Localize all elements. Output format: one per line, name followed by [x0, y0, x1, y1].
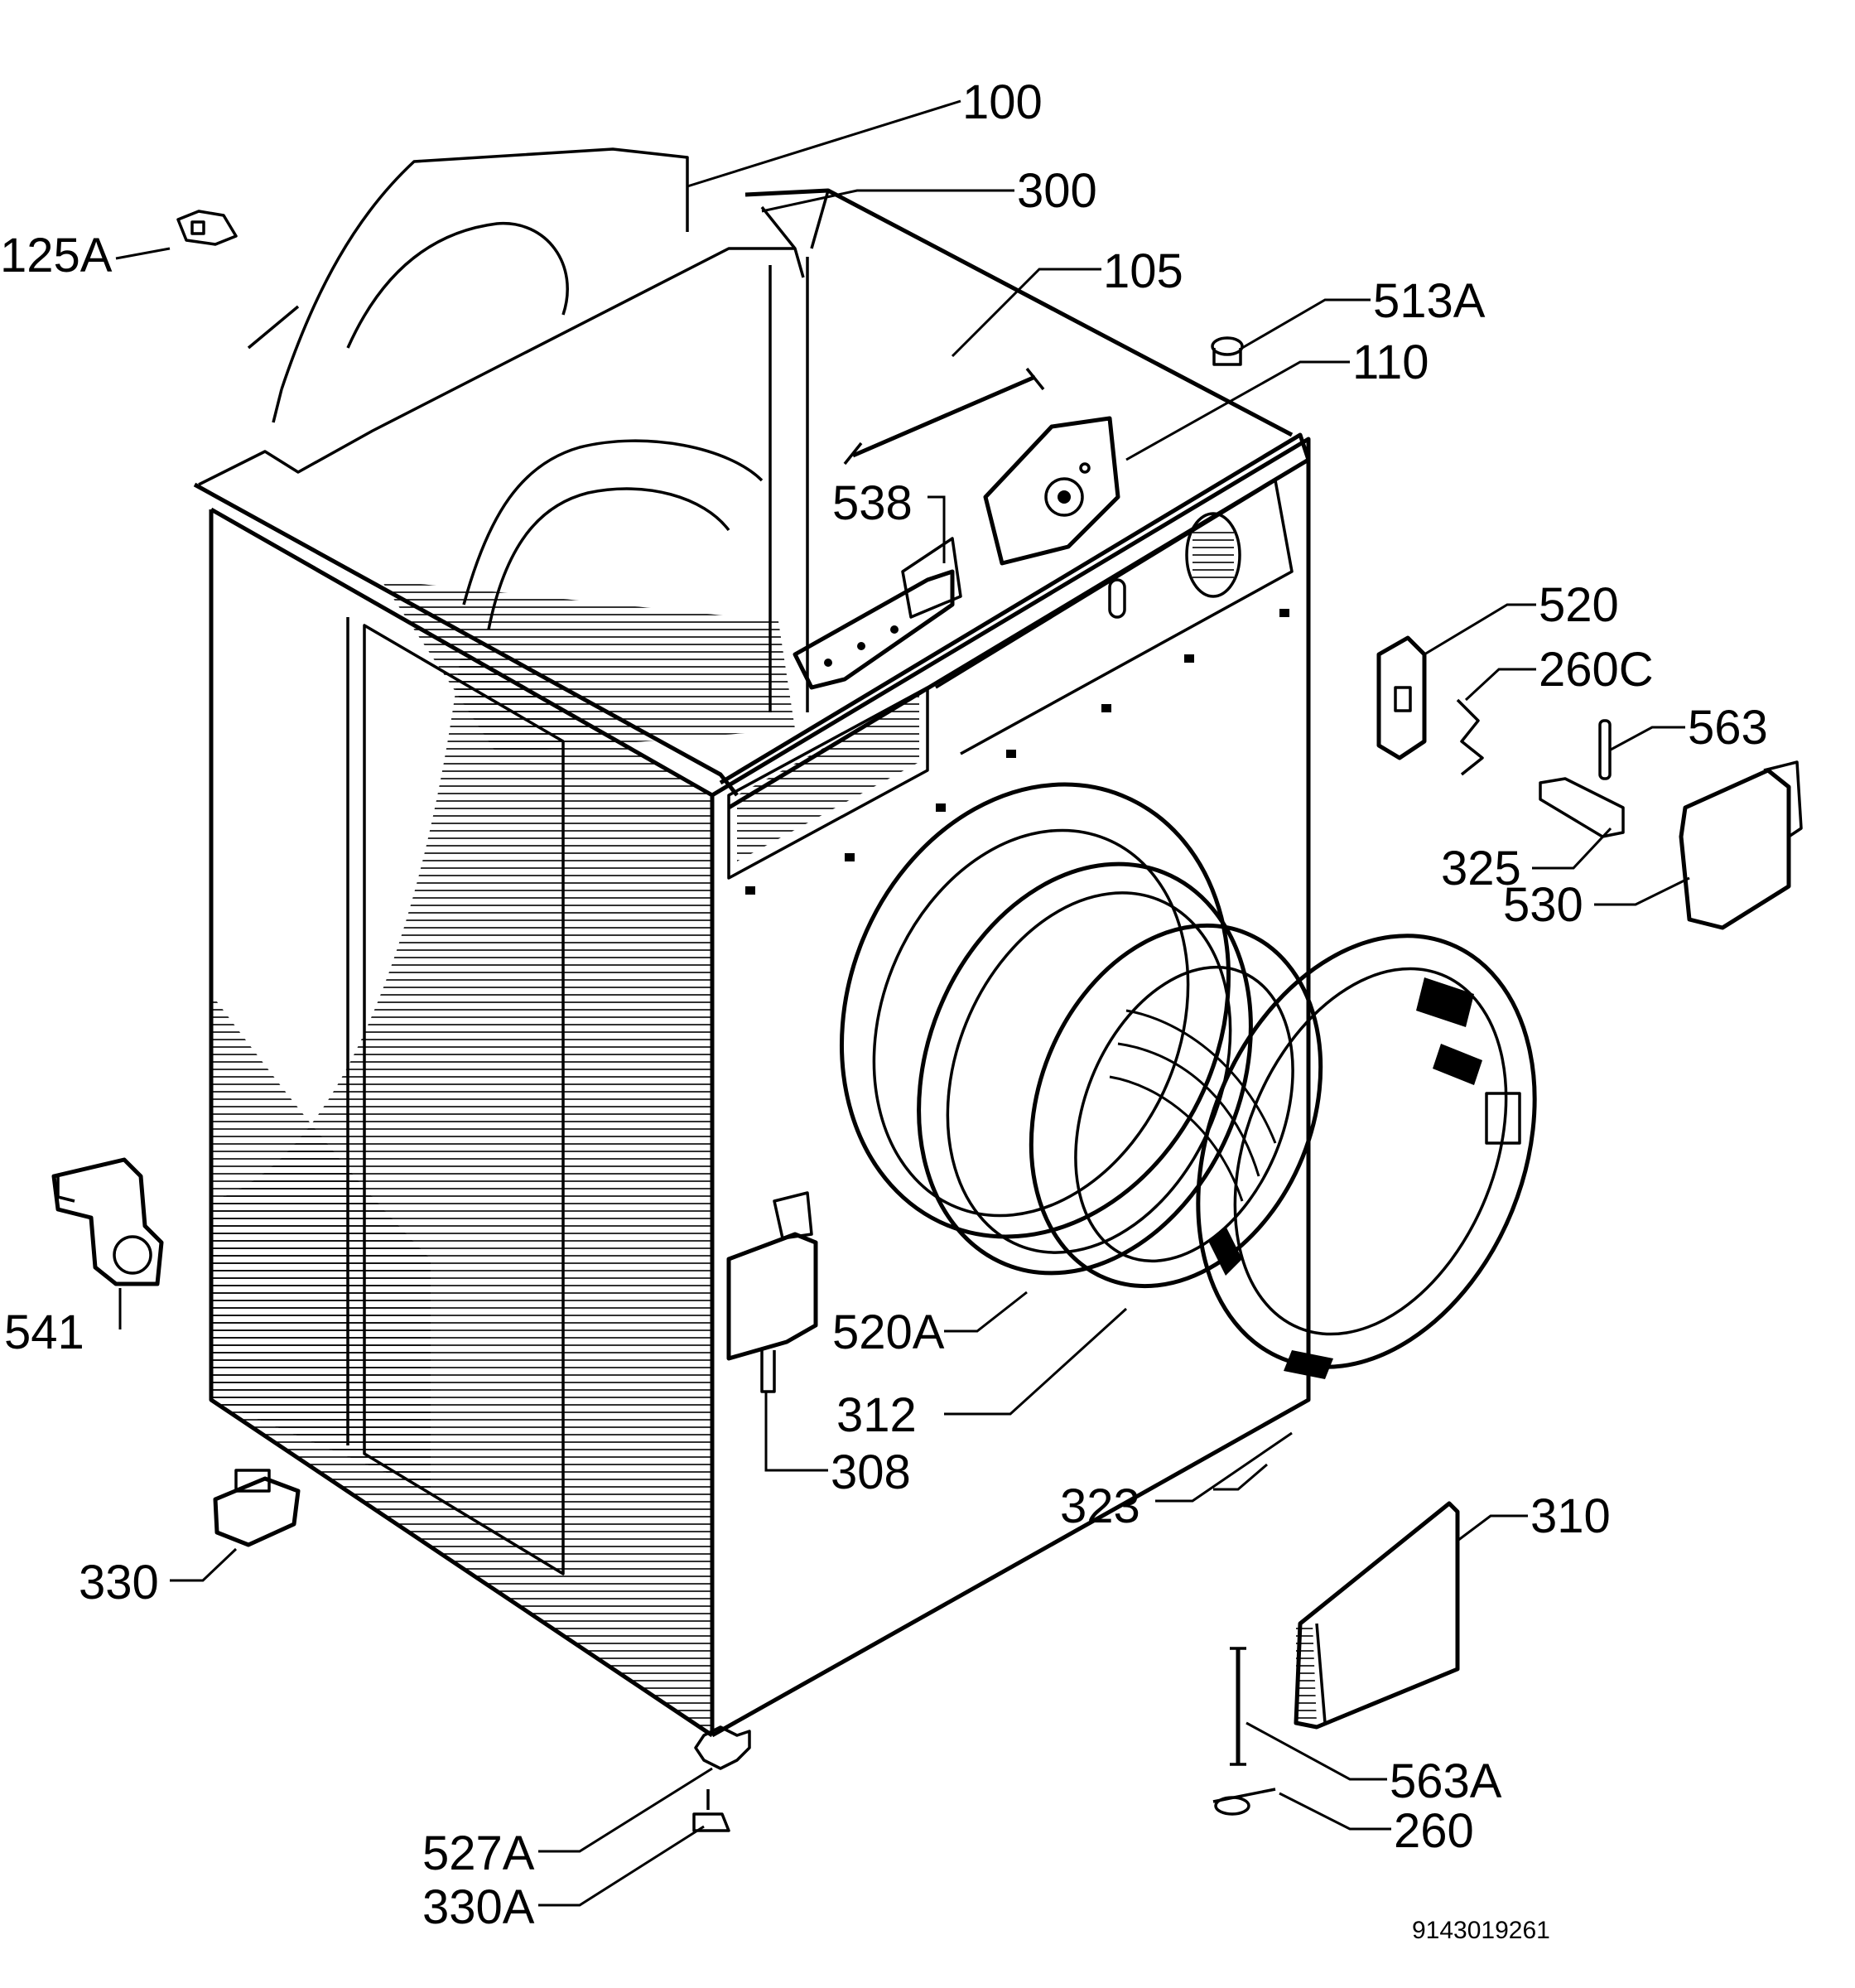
door-frame: [1196, 934, 1537, 1379]
label-323: 323: [1060, 1479, 1140, 1533]
label-520a: 520A: [832, 1305, 945, 1359]
label-325: 325: [1441, 842, 1521, 895]
label-563a: 563A: [1390, 1754, 1502, 1808]
cabinet-body: [193, 147, 1311, 1738]
label-538: 538: [832, 476, 913, 530]
part-538-hinge: [793, 537, 962, 690]
label-330a: 330A: [422, 1880, 535, 1934]
label-100: 100: [962, 75, 1043, 129]
label-300: 300: [1017, 164, 1097, 218]
door-opening-ring: [839, 782, 1231, 1239]
door-glass: [1029, 923, 1323, 1289]
label-520: 520: [1539, 578, 1619, 632]
part-125a-clip: [176, 210, 238, 246]
part-310-drawer: [1294, 1501, 1460, 1730]
part-labels: 100 125A 300 105 513A 110 538 520 260C 5…: [0, 75, 1768, 1944]
label-312: 312: [836, 1388, 917, 1442]
part-541-pump-mount: [51, 1157, 164, 1286]
part-325-lever: [1539, 777, 1625, 838]
part-530-handle-cover: [1679, 760, 1803, 930]
part-260-spring: [1212, 1788, 1276, 1816]
part-308-hinge-block: [726, 1191, 818, 1393]
label-541: 541: [4, 1305, 84, 1359]
part-520-lock: [1376, 635, 1427, 760]
part-563-pin: [1598, 719, 1612, 780]
label-563: 563: [1688, 701, 1768, 755]
label-105: 105: [1103, 244, 1183, 298]
part-563a-rod: [1230, 1647, 1246, 1766]
label-125a: 125A: [0, 229, 113, 282]
label-308: 308: [831, 1445, 911, 1499]
label-330: 330: [79, 1556, 159, 1609]
part-330a-foot: [692, 1789, 730, 1832]
label-110: 110: [1352, 335, 1429, 389]
label-260c: 260C: [1539, 643, 1654, 697]
part-105-rod: [843, 367, 1045, 466]
label-310: 310: [1530, 1489, 1611, 1543]
part-527a-washer: [694, 1725, 751, 1770]
leader-lines: [115, 99, 1690, 1907]
label-513a: 513A: [1373, 274, 1486, 328]
drawing-code: 9143019261: [1412, 1917, 1550, 1944]
label-260: 260: [1394, 1804, 1474, 1858]
label-530: 530: [1503, 878, 1583, 932]
label-527a: 527A: [422, 1826, 535, 1880]
part-513a-cap: [1211, 336, 1244, 366]
part-110-bracket: [983, 416, 1120, 566]
part-260c-spring: [1456, 698, 1484, 776]
part-330-foot-cap: [213, 1469, 301, 1547]
